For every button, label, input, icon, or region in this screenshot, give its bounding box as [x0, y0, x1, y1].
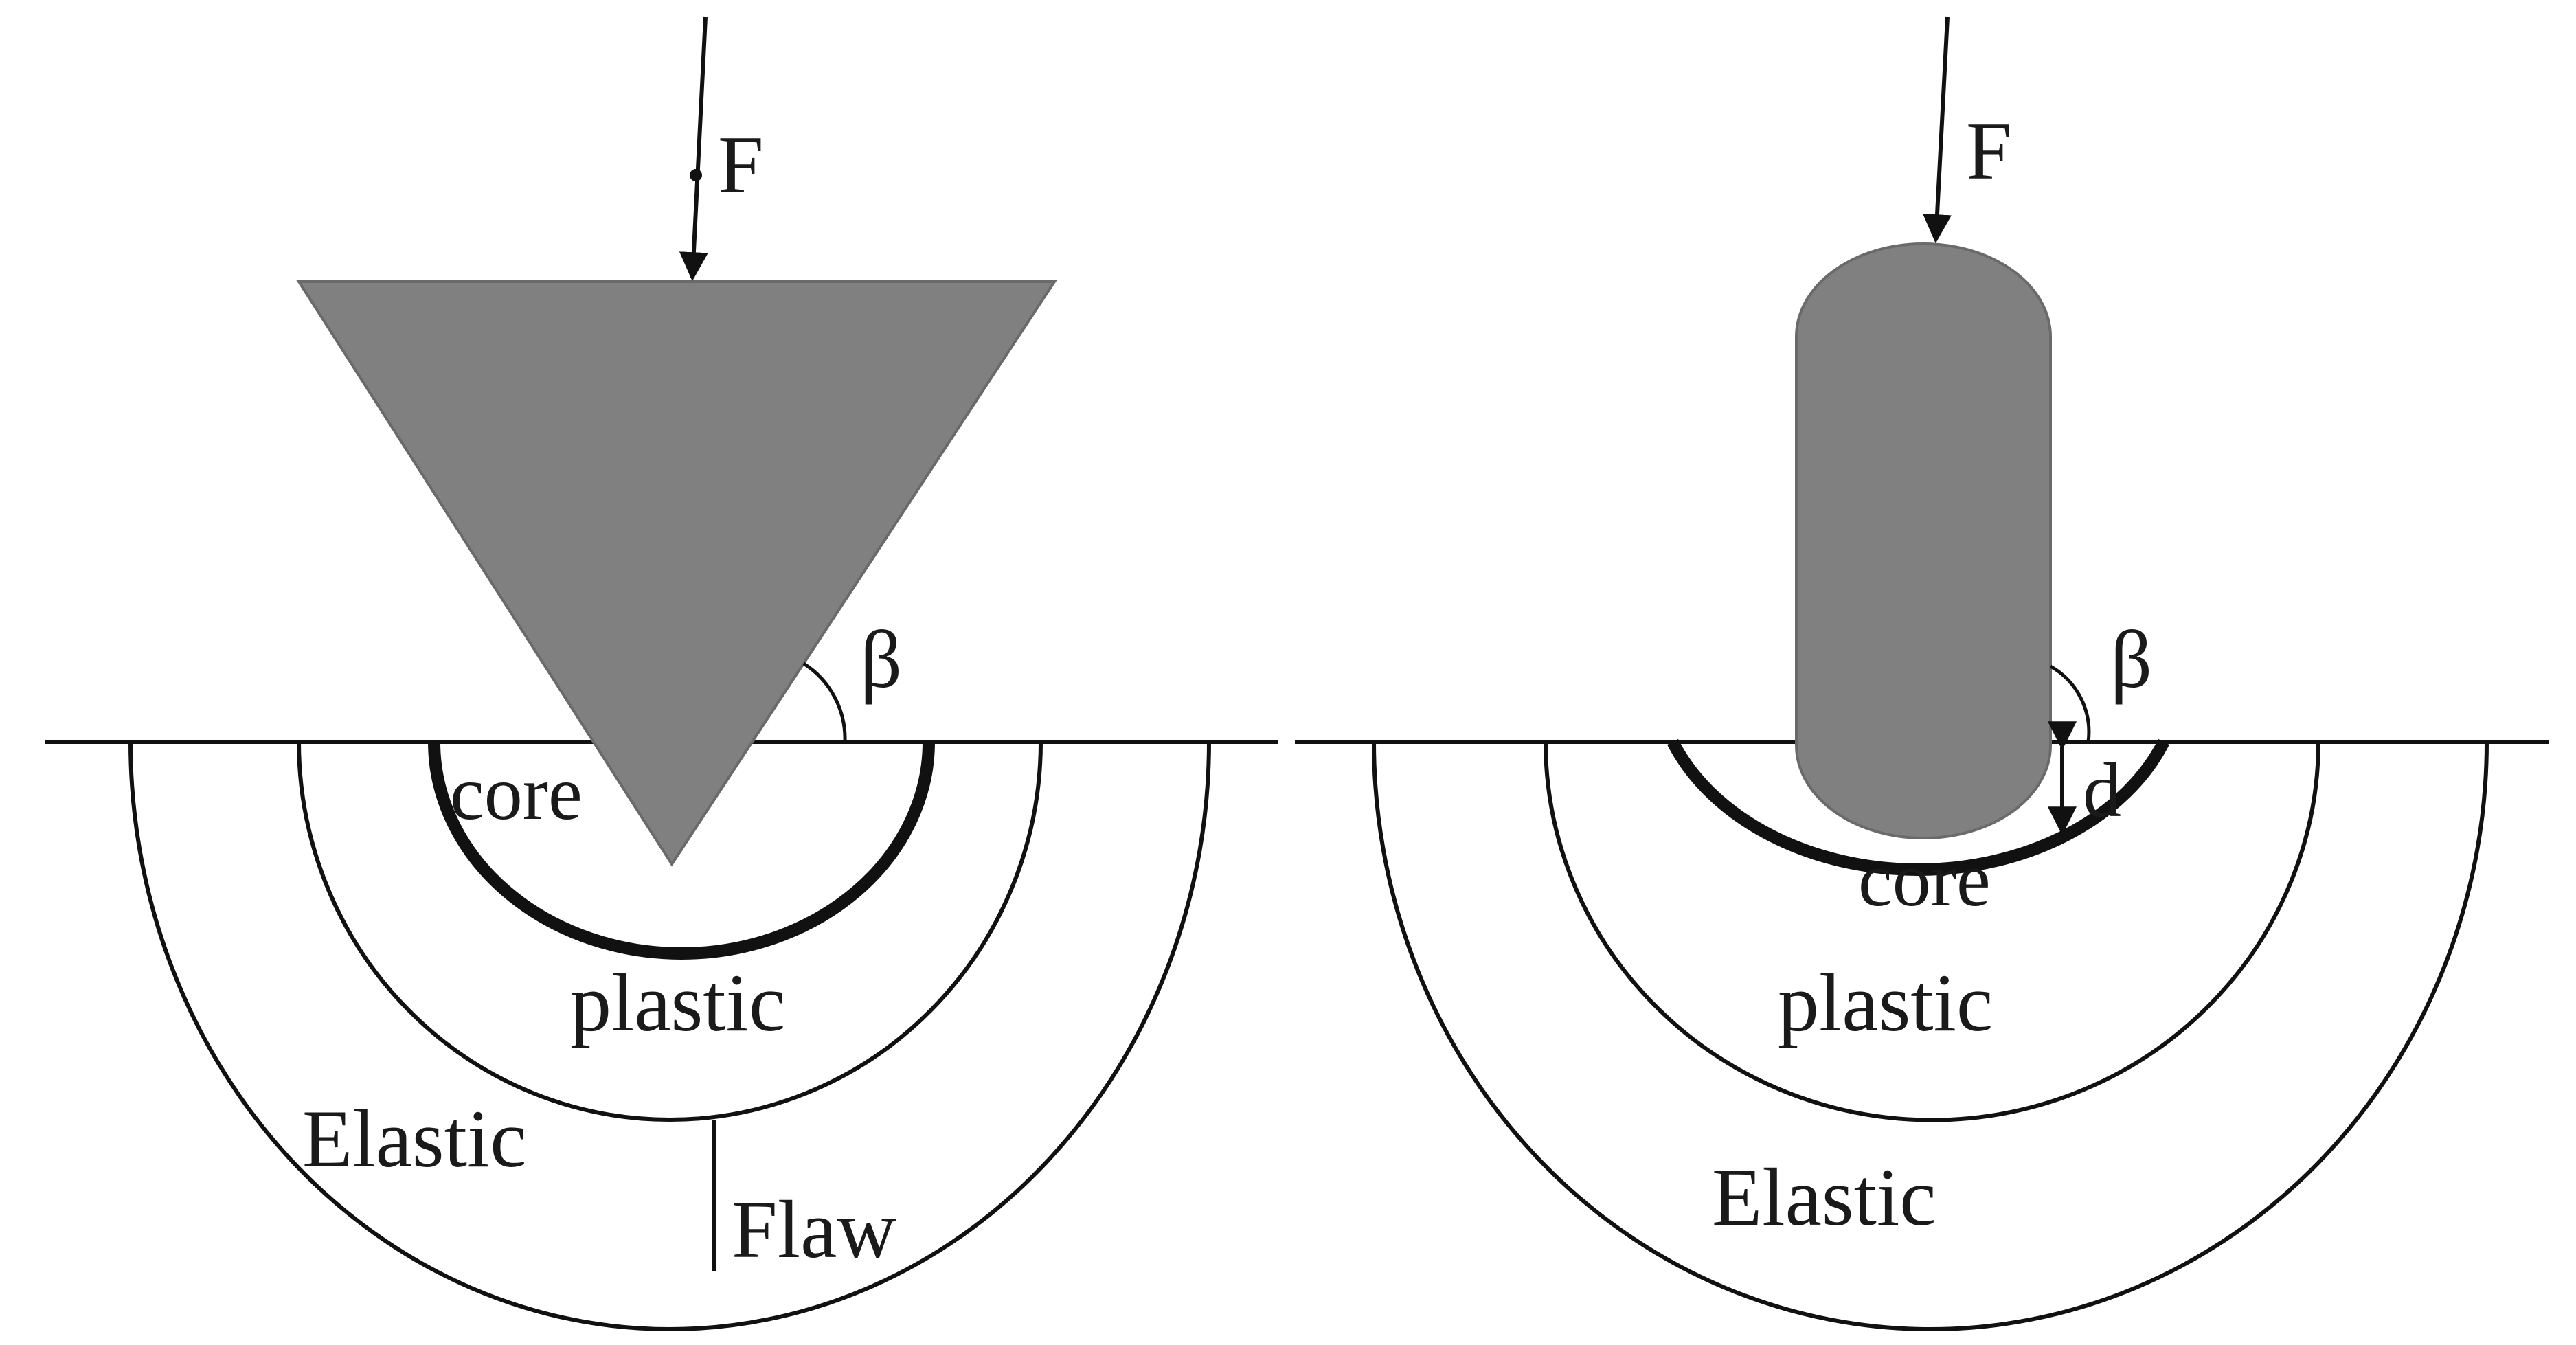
right-core-label: core [1858, 837, 1991, 923]
left-force-dot [690, 169, 702, 181]
left-core-label: core [450, 751, 583, 836]
left-plastic-boundary [297, 741, 1043, 1122]
left-force-arrow [679, 16, 708, 282]
left-flaw-label: Flaw [732, 1184, 896, 1275]
left-panel: F β core plastic Elastic Flaw [45, 16, 1278, 1331]
left-elastic-label: Elastic [302, 1093, 527, 1184]
left-core-boundary [428, 741, 935, 960]
right-elastic-boundary [1372, 741, 2489, 1331]
left-conical-indenter [296, 280, 1057, 867]
right-angle-label: β [2110, 613, 2152, 705]
left-angle-label: β [860, 613, 902, 705]
right-panel: F β d core plastic Elastic [1295, 16, 2549, 1331]
right-plastic-boundary [1544, 741, 2320, 1122]
right-force-label: F [1966, 105, 2012, 196]
right-depth-label: d [2083, 748, 2121, 833]
left-angle-arc [802, 662, 847, 743]
left-elastic-boundary [128, 741, 1211, 1331]
right-cylindrical-indenter [1795, 242, 2052, 839]
left-force-label: F [718, 119, 764, 210]
right-core-boundary [1667, 738, 2170, 876]
left-plastic-label: plastic [570, 957, 785, 1048]
right-force-arrow [1923, 16, 1952, 244]
right-angle-arc [2049, 664, 2091, 743]
right-elastic-label: Elastic [1712, 1151, 1936, 1243]
right-plastic-label: plastic [1778, 957, 1993, 1048]
